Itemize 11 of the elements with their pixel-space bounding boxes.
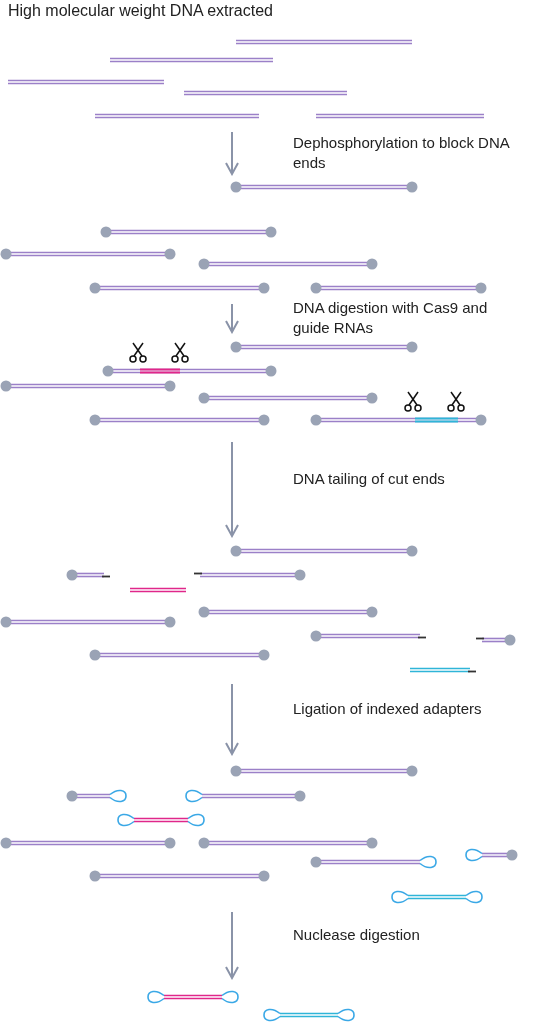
arrow	[225, 303, 239, 333]
arrow	[225, 131, 239, 175]
step-label: DNA tailing of cut ends	[293, 469, 446, 489]
title: High molecular weight DNA extracted	[8, 2, 273, 20]
arrow	[225, 441, 239, 537]
step-label: Nuclease digestion	[293, 925, 421, 945]
step-label: Dephosphorylation to block DNA ends	[293, 133, 511, 173]
arrow	[225, 911, 239, 979]
step-label: Ligation of indexed adapters	[293, 699, 483, 719]
step-label: DNA digestion with Cas9 and guide RNAs	[293, 298, 489, 338]
arrow	[225, 683, 239, 755]
